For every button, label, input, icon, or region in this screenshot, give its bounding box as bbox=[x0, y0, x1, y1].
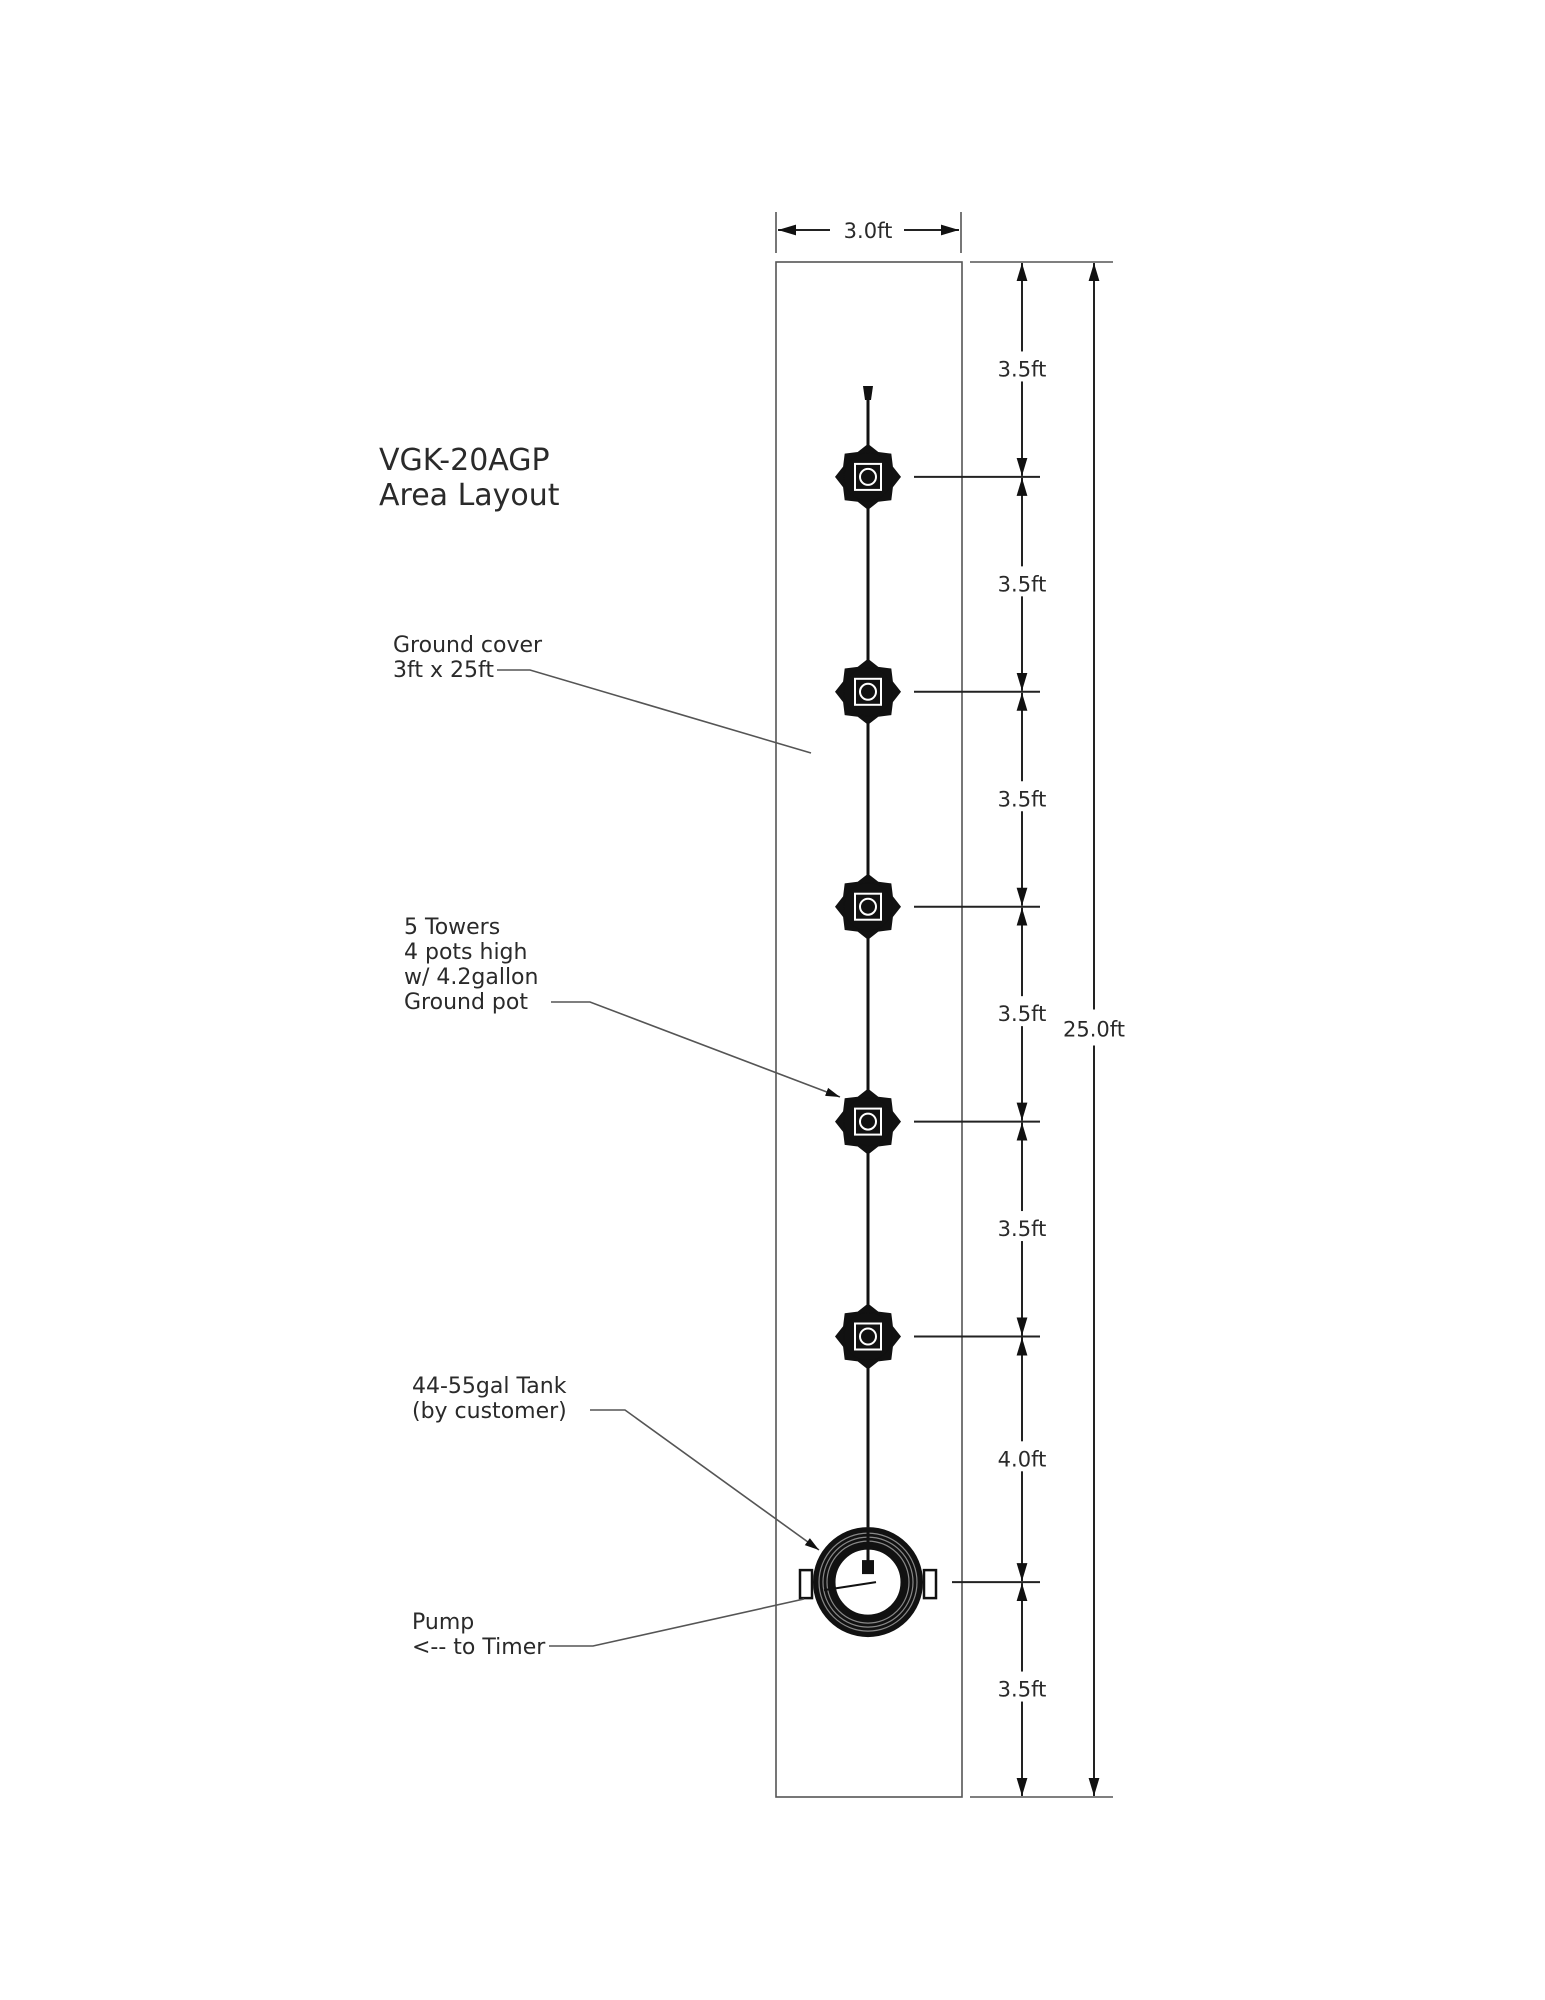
dimension-label: 3.5ft bbox=[998, 787, 1047, 811]
ground-cover-area bbox=[775, 261, 963, 1798]
dimension-label: 4.0ft bbox=[998, 1447, 1047, 1471]
towers-note-line2: 4 pots high bbox=[404, 940, 527, 965]
dimension-segment: 3.5ft bbox=[998, 907, 1047, 1121]
pump-note-line2: <-- to Timer bbox=[412, 1635, 546, 1660]
dimension-segment: 3.5ft bbox=[998, 263, 1047, 476]
dimension-segment: 3.5ft bbox=[998, 1583, 1047, 1796]
dimension-label: 3.5ft bbox=[998, 572, 1047, 596]
total-length-dimension: 25.0ft bbox=[1063, 263, 1125, 1796]
dimension-label: 3.5ft bbox=[998, 1678, 1047, 1702]
leader-line bbox=[551, 1001, 841, 1098]
tower-icon bbox=[835, 443, 901, 510]
towers-note-line1: 5 Towers bbox=[404, 915, 500, 940]
leader-line bbox=[497, 669, 812, 754]
ground-cover-note: Ground cover 3ft x 25ft bbox=[393, 633, 812, 754]
vertical-dimensions: 3.5ft 3.5ft 3.5ft 3.5ft 3.5ft 4.0ft 3.5ft 25.0f… bbox=[970, 261, 1125, 1798]
leader-line bbox=[549, 1598, 805, 1647]
pump-note: Pump <-- to Timer bbox=[412, 1598, 805, 1660]
dimension-label: 3.5ft bbox=[998, 1217, 1047, 1241]
width-dimension-label: 3.0ft bbox=[844, 219, 893, 243]
title-block: VGK-20AGP Area Layout bbox=[379, 443, 560, 513]
tank-note-line1: 44-55gal Tank bbox=[412, 1374, 567, 1399]
dimension-label: 3.5ft bbox=[998, 1002, 1047, 1026]
tower-icon bbox=[835, 658, 901, 725]
pump-icon bbox=[862, 1560, 874, 1575]
towers-note-line4: Ground pot bbox=[404, 990, 528, 1015]
equipment bbox=[798, 386, 1040, 1638]
ground-cover-note-line1: Ground cover bbox=[393, 633, 543, 658]
total-length-label: 25.0ft bbox=[1063, 1018, 1125, 1042]
dimension-segment: 3.5ft bbox=[998, 1122, 1047, 1336]
leader-line bbox=[590, 1409, 820, 1551]
dimension-label: 3.5ft bbox=[998, 357, 1047, 381]
dimension-segment: 3.5ft bbox=[998, 477, 1047, 691]
tower-icon bbox=[835, 1088, 901, 1155]
pump-note-line1: Pump bbox=[412, 1610, 474, 1635]
tower-icon bbox=[835, 873, 901, 940]
drawing-title: VGK-20AGP bbox=[379, 443, 550, 478]
drawing-subtitle: Area Layout bbox=[379, 478, 560, 513]
dimension-segment: 4.0ft bbox=[998, 1337, 1047, 1582]
width-dimension: 3.0ft bbox=[775, 212, 962, 253]
dimension-segment: 3.5ft bbox=[998, 692, 1047, 906]
towers-note-line3: w/ 4.2gallon bbox=[404, 965, 538, 990]
pipe-end-cap-icon bbox=[863, 386, 873, 400]
tank-with-pump-icon bbox=[798, 1527, 938, 1638]
tank-note: 44-55gal Tank (by customer) bbox=[412, 1374, 820, 1551]
ground-cover-note-line2: 3ft x 25ft bbox=[393, 658, 494, 683]
towers-note: 5 Towers 4 pots high w/ 4.2gallon Ground… bbox=[404, 915, 841, 1098]
tower-icon bbox=[835, 1303, 901, 1370]
tank-note-line2: (by customer) bbox=[412, 1399, 567, 1424]
